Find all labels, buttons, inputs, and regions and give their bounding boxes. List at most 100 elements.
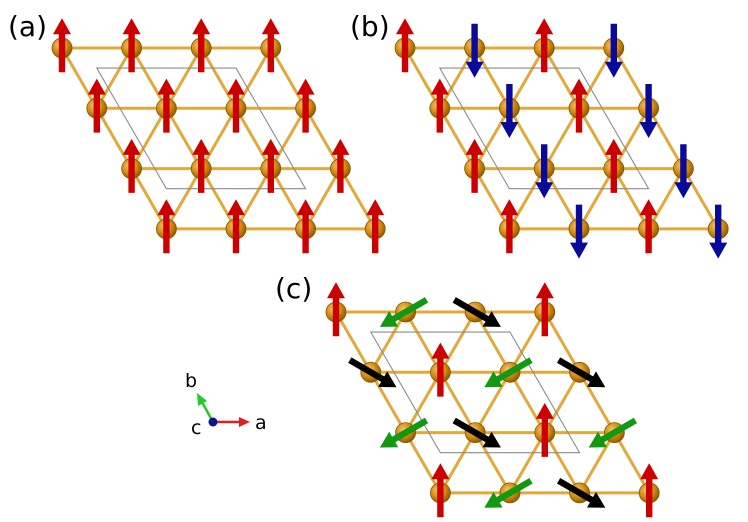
spin-down-arrow xyxy=(500,84,519,138)
bond xyxy=(234,167,273,231)
bond xyxy=(338,167,377,231)
bond xyxy=(507,46,546,110)
spin-green-arrow xyxy=(379,417,429,448)
bond xyxy=(304,167,342,231)
bond xyxy=(543,370,582,435)
panel-a-label: (a) xyxy=(8,10,47,43)
bond xyxy=(577,46,616,110)
bond xyxy=(508,431,547,495)
bond xyxy=(681,167,720,231)
bond xyxy=(612,46,651,110)
unit-cell-layer xyxy=(438,67,650,190)
spin-black-arrow xyxy=(348,357,397,388)
spin-up-arrow xyxy=(261,138,280,193)
bond-layer xyxy=(60,46,377,231)
bond xyxy=(647,106,685,171)
spin-down-arrow xyxy=(639,84,658,138)
panel-a: (a) xyxy=(8,10,386,254)
bond xyxy=(334,310,373,374)
bond xyxy=(130,106,168,171)
bond xyxy=(473,310,512,374)
bond xyxy=(404,431,442,495)
spin-up-arrow xyxy=(430,78,449,133)
axis-b-label: b xyxy=(185,370,197,392)
bond xyxy=(199,167,238,231)
spin-up-arrow xyxy=(157,199,176,254)
spin-up-arrow xyxy=(535,402,554,457)
unit-cell-layer xyxy=(95,67,307,190)
spin-down-arrow xyxy=(674,144,693,199)
spin-layer xyxy=(327,282,659,518)
bond xyxy=(577,167,616,231)
bond xyxy=(508,370,547,435)
spin-black-arrow xyxy=(557,478,606,508)
bond xyxy=(234,46,273,110)
spin-up-arrow xyxy=(535,18,554,73)
bond xyxy=(269,106,308,171)
bond xyxy=(304,106,342,171)
bond xyxy=(542,167,581,231)
axis-b-arrowhead xyxy=(197,393,207,406)
bond xyxy=(612,106,651,171)
bond xyxy=(473,431,512,495)
spin-black-arrow xyxy=(557,357,606,388)
panel-c-label: (c) xyxy=(275,272,312,305)
spin-down-arrow xyxy=(535,144,554,199)
bond xyxy=(647,167,685,231)
bond xyxy=(438,310,477,374)
bond xyxy=(507,106,546,171)
spin-up-arrow xyxy=(396,18,414,73)
spin-up-arrow xyxy=(639,199,658,254)
spin-up-arrow xyxy=(192,138,211,193)
bond xyxy=(612,431,651,495)
axis-c-dot xyxy=(208,417,218,427)
bond xyxy=(542,106,581,171)
spin-up-arrow xyxy=(261,18,280,73)
panel-b-label: (b) xyxy=(350,10,390,43)
spin-up-arrow xyxy=(327,282,345,337)
spin-up-arrow xyxy=(227,78,245,133)
bond xyxy=(473,106,511,171)
spin-green-arrow xyxy=(588,417,637,448)
spin-up-arrow xyxy=(122,18,141,73)
bond xyxy=(438,431,477,495)
spin-layer xyxy=(53,18,385,254)
spin-up-arrow xyxy=(53,18,71,73)
bond xyxy=(473,370,512,435)
bond xyxy=(403,46,442,110)
axes-legend: a b c xyxy=(185,370,267,439)
spin-up-arrow xyxy=(640,463,659,518)
spin-up-arrow xyxy=(227,199,245,254)
bond xyxy=(199,106,238,171)
spin-up-arrow xyxy=(535,282,554,337)
bond xyxy=(199,46,238,110)
axis-c-label: c xyxy=(191,417,201,439)
spin-up-arrow xyxy=(331,138,350,193)
bond-layer xyxy=(403,46,720,231)
bond xyxy=(164,106,203,171)
bond xyxy=(473,167,511,231)
spin-up-arrow xyxy=(431,463,450,518)
bond xyxy=(543,431,582,495)
spin-up-arrow xyxy=(157,78,176,133)
spin-up-arrow xyxy=(366,199,385,254)
axis-a-arrowhead xyxy=(239,417,250,427)
bond xyxy=(269,46,308,110)
bond-layer xyxy=(334,310,651,495)
bond xyxy=(404,370,442,435)
spin-green-arrow xyxy=(484,357,533,388)
spin-up-arrow xyxy=(570,78,588,133)
spin-layer xyxy=(396,18,728,259)
panel-c: (c) xyxy=(275,272,660,518)
spin-up-arrow xyxy=(296,78,315,133)
bond xyxy=(269,167,308,231)
spin-green-arrow xyxy=(379,297,429,327)
spin-up-arrow xyxy=(192,18,211,73)
bond xyxy=(438,370,477,435)
spin-black-arrow xyxy=(452,297,501,327)
unit-cell xyxy=(95,67,307,190)
bond xyxy=(95,106,134,171)
bond xyxy=(507,167,546,231)
spin-down-arrow xyxy=(709,204,728,259)
